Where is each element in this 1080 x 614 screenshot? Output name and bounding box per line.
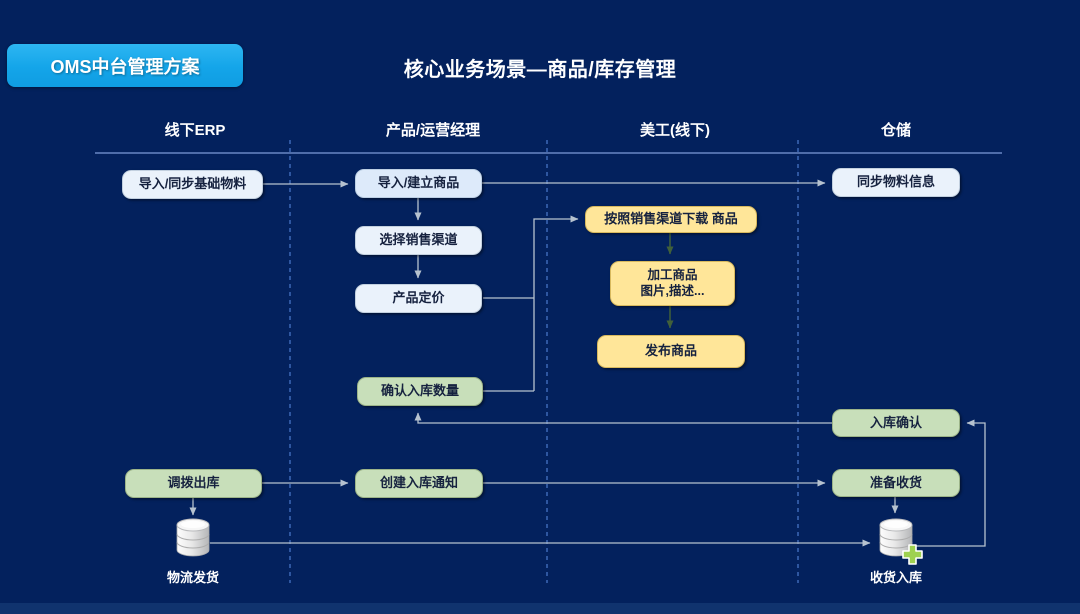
footer-band xyxy=(0,603,1080,614)
plus-icon xyxy=(902,544,923,565)
database-icon xyxy=(176,518,210,557)
flow-node-import-sync-materials: 导入/同步基础物料 xyxy=(122,170,263,199)
flow-node-sync-material-info: 同步物料信息 xyxy=(832,168,960,197)
flow-node-publish-product: 发布商品 xyxy=(597,335,745,368)
connector-pricing-and-confirm-qty-to-download xyxy=(483,219,578,392)
swimlane-frame xyxy=(95,140,1002,583)
connector-receiving-db-to-inbound-confirm xyxy=(914,419,986,547)
lane-header-product-manager: 产品/运营经理 xyxy=(385,122,481,139)
database-label-receiving-inbound: 收货入库 xyxy=(869,570,922,585)
connector-inbound-confirm-to-confirm-qty xyxy=(414,412,832,424)
flow-node-prepare-receiving: 准备收货 xyxy=(832,469,960,497)
flow-node-import-create-product: 导入/建立商品 xyxy=(355,169,482,198)
flow-node-process-product: 加工商品 图片,描述... xyxy=(610,261,735,306)
lane-header-warehouse: 仓储 xyxy=(880,122,911,139)
process-product-line2: 图片,描述... xyxy=(640,283,705,298)
flow-node-create-inbound-notice: 创建入库通知 xyxy=(355,469,483,498)
page-title: 核心业务场景—商品/库存管理 xyxy=(403,59,677,81)
lane-header-offline-erp: 线下ERP xyxy=(164,122,226,139)
flow-node-select-sales-channel: 选择销售渠道 xyxy=(355,226,482,255)
title-badge: OMS中台管理方案 xyxy=(7,44,243,87)
flow-node-product-pricing: 产品定价 xyxy=(355,284,482,313)
connectors xyxy=(189,179,986,547)
process-product-line1: 加工商品 xyxy=(647,267,698,282)
flow-node-download-by-channel: 按照销售渠道下载 商品 xyxy=(585,206,757,233)
flow-node-confirm-inbound-qty: 确认入库数量 xyxy=(357,377,483,406)
database-label-logistics-shipping: 物流发货 xyxy=(166,570,219,585)
badge-label: OMS中台管理方案 xyxy=(50,56,200,77)
flow-node-inbound-confirm: 入库确认 xyxy=(832,409,960,437)
lane-header-designer: 美工(线下) xyxy=(640,122,710,139)
flow-node-transfer-outbound: 调拨出库 xyxy=(125,469,262,498)
